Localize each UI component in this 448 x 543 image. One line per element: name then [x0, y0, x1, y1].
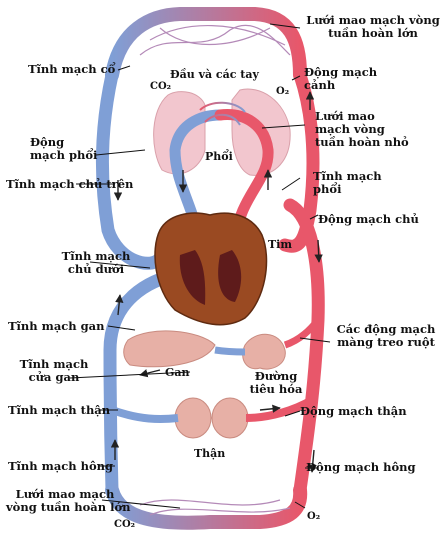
- label-pulmonary-vein-line1: Tĩnh mạch: [313, 169, 382, 183]
- systemic-artery-right: [278, 68, 320, 253]
- flow-arrow: [115, 294, 124, 316]
- systemic-vein-left: [95, 68, 167, 270]
- label-portal-vein: Tĩnh mạch cửa gan: [14, 358, 94, 384]
- label-pulmonary-capillaries: Lưới mao mạch vòng tuần hoàn nhỏ: [315, 110, 409, 149]
- label-lower-capillaries: Lưới mao mạch vòng tuần hoàn lớn: [6, 488, 131, 514]
- pulmonary-artery-path: [169, 109, 226, 246]
- label-pulmonary-artery: Động mạch phổi: [30, 136, 97, 162]
- label-pulmonary-capillaries-line1: Lưới mao: [315, 109, 375, 123]
- flow-arrow: [314, 239, 323, 263]
- digestive-organ: [242, 333, 286, 370]
- inferior-vena-cava-loop: [103, 268, 182, 497]
- upper-capillary-bed: [105, 6, 307, 82]
- label-upper-capillaries-line2: tuần hoàn lớn: [328, 26, 418, 40]
- label-head-arms: Đầu và các tay: [170, 68, 259, 81]
- label-carotid-artery: Động mạch cảnh: [304, 66, 377, 92]
- label-upper-capillaries: Lưới mao mạch vòng tuần hoàn lớn: [303, 14, 443, 40]
- label-superior-vena-cava: Tĩnh mạch chủ trên: [6, 177, 134, 191]
- label-heart: Tim: [268, 238, 293, 251]
- label-pulmonary-capillaries-line3: tuần hoàn nhỏ: [315, 135, 409, 149]
- label-co2-top: CO₂: [150, 81, 172, 92]
- label-inferior-vena-cava-line2: chủ dưới: [67, 262, 125, 276]
- leader-lines: [69, 23, 331, 509]
- label-mesenteric-arteries: Các động mạch màng treo ruột: [330, 323, 442, 349]
- label-kidneys: Thận: [194, 447, 226, 460]
- label-inferior-vena-cava-line1: Tĩnh mạch: [61, 249, 131, 263]
- intestine-link-vein: [214, 346, 246, 356]
- label-pulmonary-vein: Tĩnh mạch phổi: [313, 170, 382, 196]
- label-carotid-artery-line1: Động mạch: [304, 65, 378, 79]
- kidneys-organ: [174, 397, 249, 439]
- label-renal-artery: Động mạch thận: [300, 404, 407, 418]
- label-pulmonary-artery-line1: Động: [30, 135, 65, 149]
- label-liver: Gan: [165, 366, 190, 379]
- label-jugular-vein: Tĩnh mạch cổ: [28, 62, 116, 76]
- pulmonary-vein-path: [214, 109, 274, 246]
- flow-arrows: [110, 91, 323, 473]
- label-carotid-artery-line2: cảnh: [304, 78, 336, 92]
- label-inferior-vena-cava: Tĩnh mạch chủ dưới: [56, 250, 136, 276]
- mesenteric-artery-link: [283, 317, 321, 349]
- label-pulmonary-vein-line2: phổi: [313, 182, 342, 196]
- label-hepatic-vein: Tĩnh mạch gan: [8, 319, 105, 333]
- label-pulmonary-capillaries-line2: mạch vòng: [315, 122, 385, 136]
- flow-arrow: [259, 404, 281, 413]
- label-lower-capillaries-line2: vòng tuần hoàn lớn: [6, 500, 131, 514]
- label-digestive-tract-line1: Đường: [254, 369, 298, 383]
- label-mesenteric-arteries-line2: màng treo ruột: [337, 335, 435, 349]
- label-co2-bottom: CO₂: [114, 519, 136, 530]
- label-o2-bottom: O₂: [307, 511, 321, 522]
- label-lungs: Phổi: [205, 150, 233, 163]
- renal-artery-link: [245, 396, 315, 422]
- label-pulmonary-artery-line2: mạch phổi: [30, 148, 98, 162]
- label-o2-top: O₂: [276, 86, 290, 97]
- label-iliac-artery: Động mạch hông: [306, 460, 416, 474]
- renal-vein-link: [110, 406, 179, 424]
- label-renal-vein: Tĩnh mạch thận: [8, 403, 111, 417]
- label-mesenteric-arteries-line1: Các động mạch: [336, 322, 436, 336]
- label-portal-vein-line1: Tĩnh mạch: [19, 357, 89, 371]
- label-iliac-vein: Tĩnh mạch hông: [8, 459, 114, 473]
- liver-organ: [123, 330, 216, 368]
- label-digestive-tract-line2: tiêu hóa: [249, 382, 303, 396]
- label-aorta: Động mạch chủ: [318, 212, 419, 226]
- heart-organ: [154, 212, 268, 326]
- label-portal-vein-line2: cửa gan: [28, 370, 80, 384]
- lower-capillary-bed: [105, 483, 308, 530]
- label-lower-capillaries-line1: Lưới mao mạch: [15, 487, 115, 501]
- label-upper-capillaries-line1: Lưới mao mạch vòng: [306, 13, 440, 27]
- label-digestive-tract: Đường tiêu hóa: [248, 370, 304, 396]
- pulmonary-capillary-mesh: [199, 101, 246, 126]
